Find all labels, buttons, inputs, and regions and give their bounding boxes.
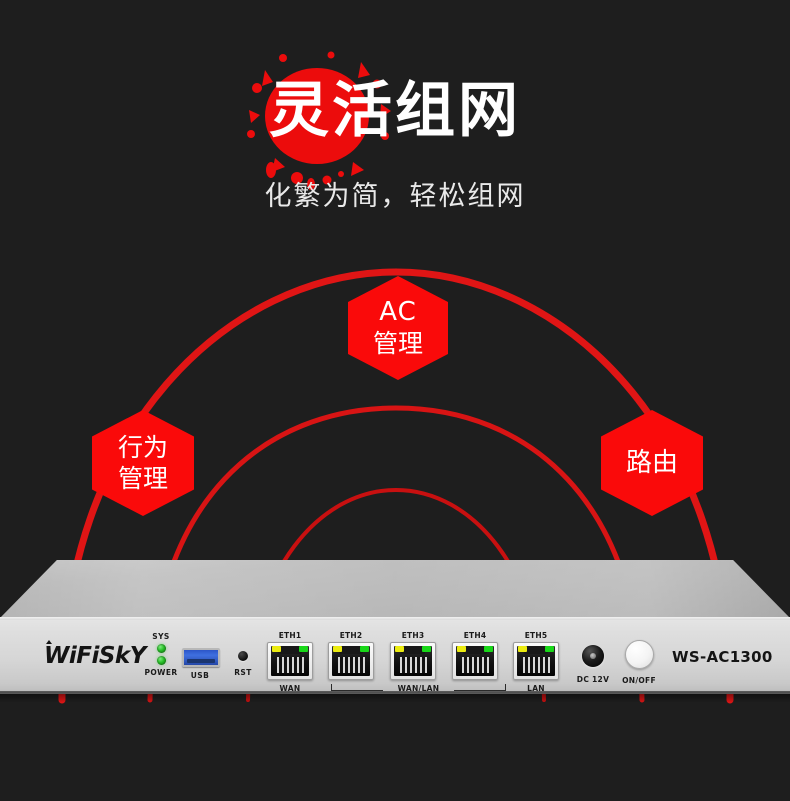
hexagon-shape [348, 276, 448, 380]
wan-lan-group-bracket: WAN/LAN [331, 684, 506, 696]
page-headline: 灵活组网 [269, 76, 521, 146]
usb-port-group[interactable]: USB [182, 648, 220, 680]
power-button-label: ON/OFF [622, 676, 656, 685]
port-1-bottom-label: WAN [279, 684, 301, 693]
port-3-top-label: ETH3 [401, 631, 425, 640]
device-front-edge [0, 617, 790, 621]
device-top-plate [0, 560, 790, 618]
node-behavior-line1: 行为 [117, 433, 168, 462]
ethernet-port-1[interactable]: ETH1 WAN [264, 631, 316, 693]
brand-prefix: WiFi [44, 643, 99, 669]
ethernet-port-2[interactable]: ETH2 [325, 631, 377, 680]
port-4-top-label: ETH4 [463, 631, 487, 640]
rj45-jack-icon[interactable] [390, 642, 436, 680]
sys-led-label: SYS [152, 632, 170, 641]
port-5-bottom-label: LAN [527, 684, 545, 693]
rj45-jack-icon[interactable] [513, 642, 559, 680]
arc-middle [147, 405, 645, 703]
rj45-pins [400, 657, 427, 673]
dc-power-jack-icon[interactable] [582, 645, 604, 667]
usb-label: USB [190, 671, 210, 680]
sys-led-indicator [156, 644, 166, 653]
node-ac-line1: AC [379, 297, 417, 327]
power-led-label: POWER [144, 668, 178, 677]
node-router-line1: 路由 [625, 448, 678, 478]
usb-port-icon [182, 648, 220, 667]
device-model-label: WS-AC1300 [672, 648, 773, 666]
port-led-yellow [518, 646, 527, 652]
ethernet-port-3[interactable]: ETH3 [387, 631, 439, 680]
port-led-yellow [395, 646, 404, 652]
port-1-top-label: ETH1 [278, 631, 302, 640]
port-5-top-label: ETH5 [524, 631, 548, 640]
port-led-green [360, 646, 369, 652]
rj45-jack-icon[interactable] [267, 642, 313, 680]
port-led-yellow [333, 646, 342, 652]
device-top-highlight [0, 560, 790, 618]
bracket-left-tick [331, 684, 332, 691]
ethernet-port-5[interactable]: ETH5 LAN [510, 631, 562, 693]
node-behavior-management[interactable]: 行为 管理 [92, 410, 194, 516]
rj45-jack-icon[interactable] [328, 642, 374, 680]
rj45-jack-icon[interactable] [452, 642, 498, 680]
rj45-pins [338, 657, 365, 673]
port-led-green [422, 646, 431, 652]
bracket-left-line [331, 690, 383, 691]
port-2-top-label: ETH2 [339, 631, 363, 640]
port-led-green [484, 646, 493, 652]
power-button-icon[interactable] [624, 640, 654, 669]
rj45-pins [277, 657, 304, 673]
power-button-group[interactable]: ON/OFF [617, 640, 661, 685]
brand-suffix: SkY [98, 643, 147, 669]
page-subheadline: 化繁为简，轻松组网 [264, 181, 526, 212]
device-drop-shadow [0, 691, 790, 703]
device-top-surface [0, 560, 790, 618]
dc-power-jack-group[interactable]: DC 12V [573, 645, 613, 684]
bracket-right-tick [505, 684, 506, 691]
brand-logo: WiFiSkY [44, 643, 146, 669]
rj45-pins [462, 657, 489, 673]
node-router[interactable]: 路由 [601, 410, 703, 516]
power-led-indicator [156, 656, 166, 665]
reset-button-group[interactable]: RST [228, 648, 258, 677]
node-ac-line2: 管理 [372, 329, 423, 358]
port-led-yellow [272, 646, 281, 652]
port-led-green [545, 646, 554, 652]
router-device [0, 560, 790, 705]
reset-button-icon[interactable] [238, 651, 248, 661]
port-led-green [299, 646, 308, 652]
rj45-pins [523, 657, 550, 673]
wan-lan-label: WAN/LAN [397, 684, 440, 693]
status-led-group: SYS POWER [144, 632, 178, 677]
dc-power-label: DC 12V [576, 675, 610, 684]
bracket-right-line [454, 690, 506, 691]
port-led-yellow [457, 646, 466, 652]
ethernet-port-4[interactable]: ETH4 [449, 631, 501, 680]
node-behavior-line2: 管理 [117, 464, 168, 493]
node-ac-management[interactable]: AC 管理 [348, 276, 448, 380]
reset-label: RST [234, 668, 252, 677]
